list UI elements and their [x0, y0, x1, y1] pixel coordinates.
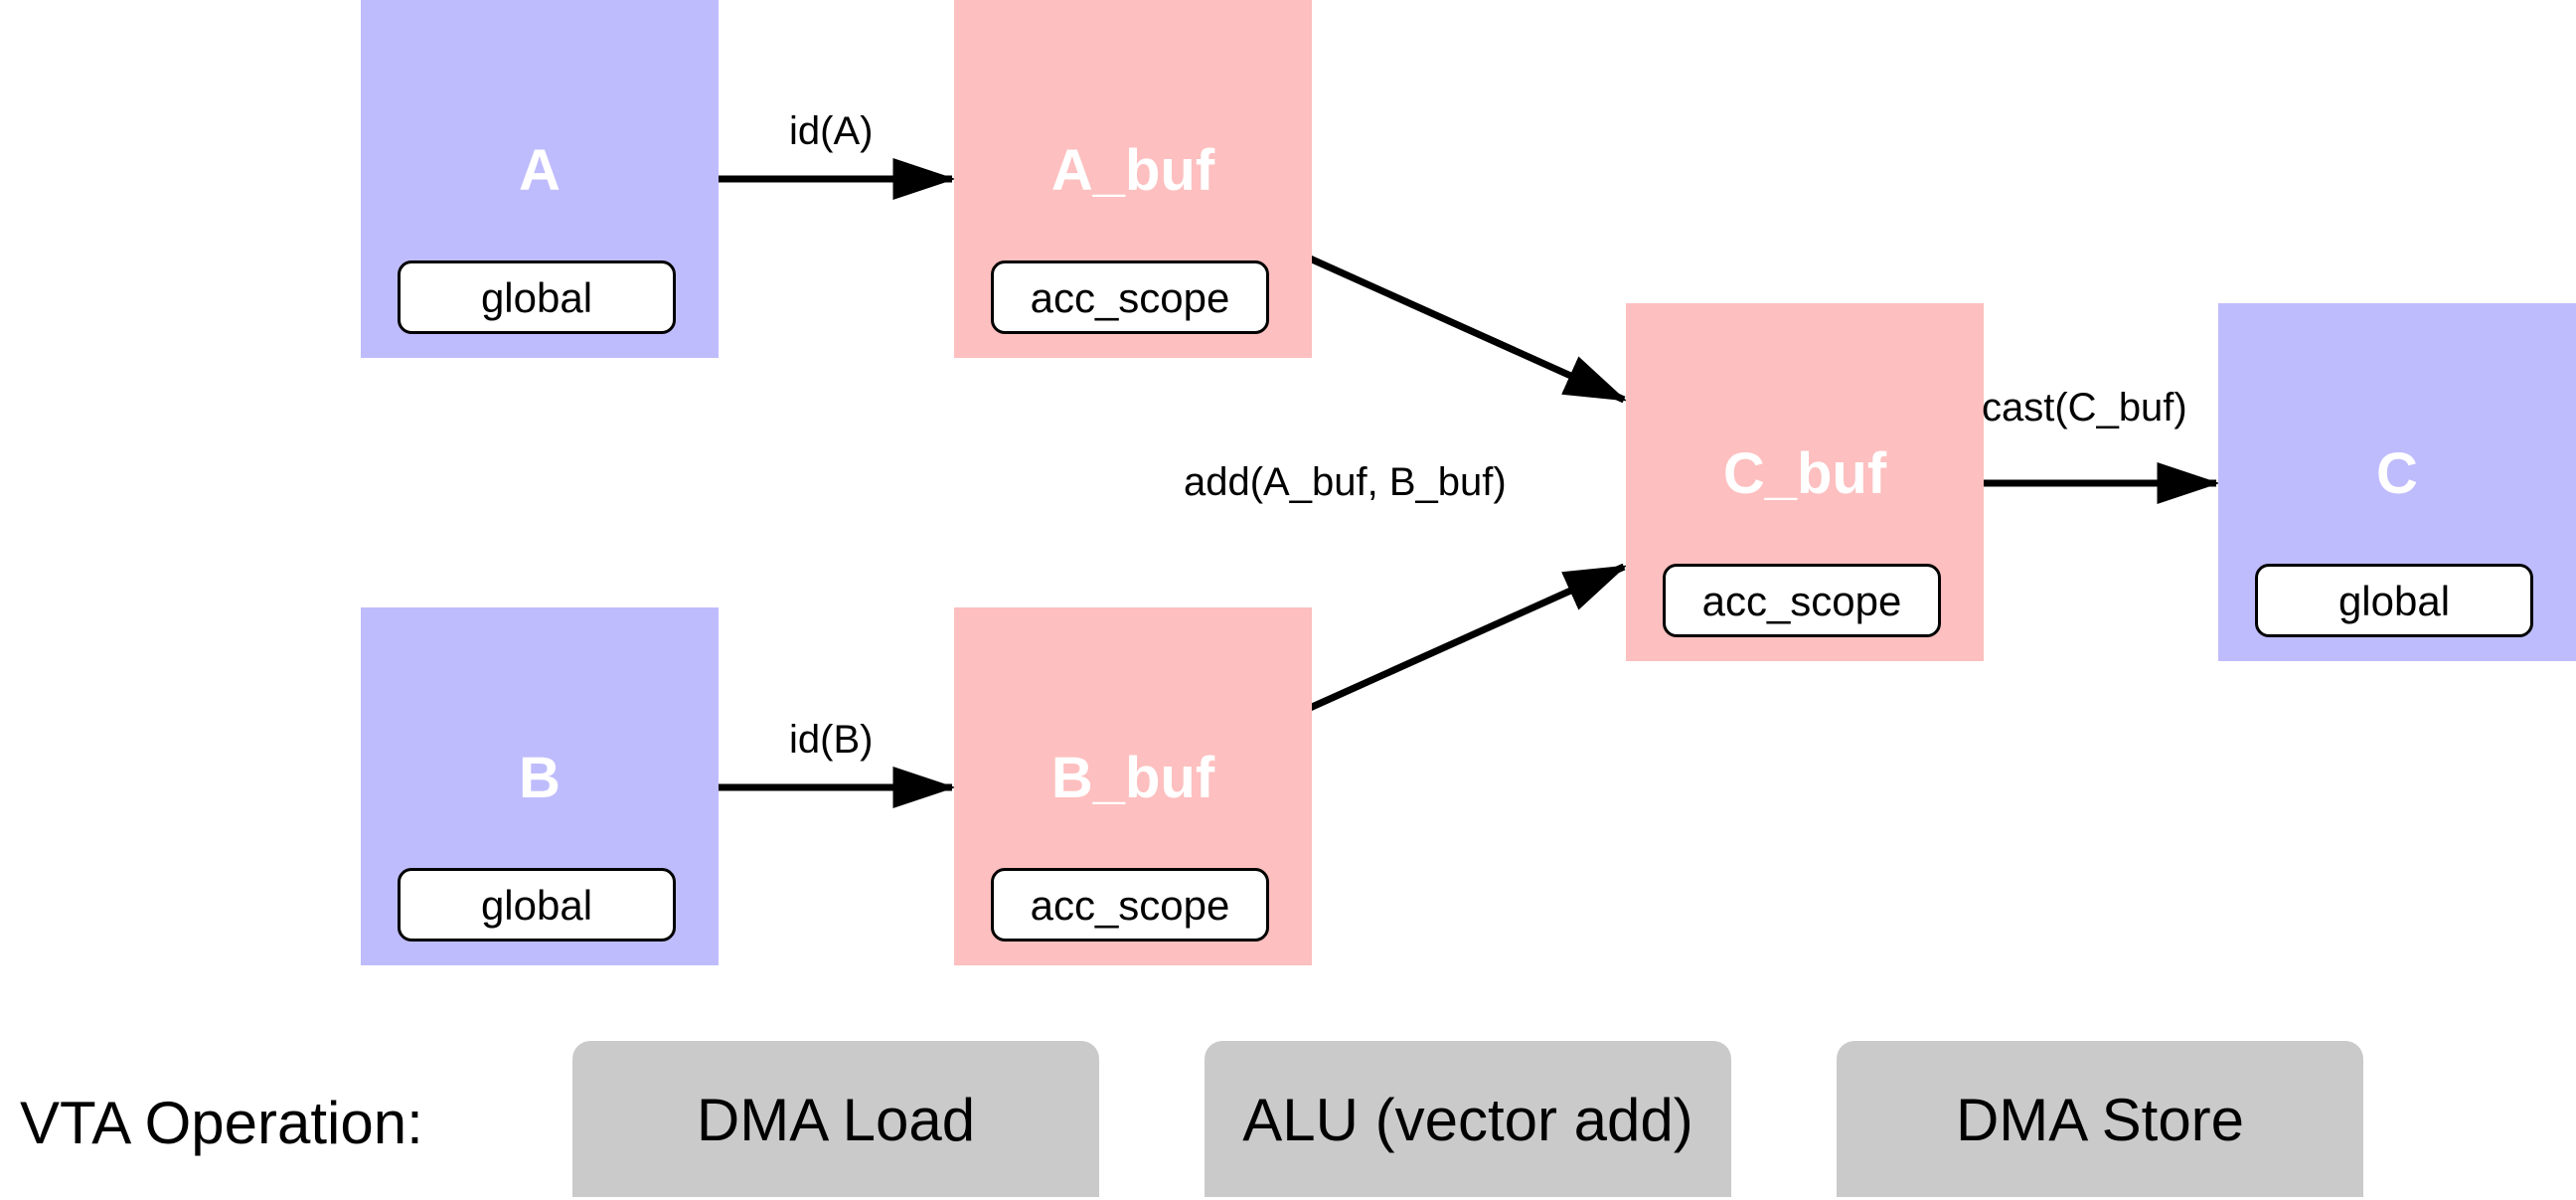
- edge-label-id-a: id(A): [789, 109, 874, 153]
- node-b-buf-scope: acc_scope: [991, 868, 1269, 942]
- node-a-buf-title: A_buf: [1050, 138, 1215, 203]
- vta-operation-heading: VTA Operation:: [20, 1090, 423, 1156]
- edge-label-id-b: id(B): [789, 718, 874, 762]
- node-b-title: B: [519, 746, 561, 810]
- node-c-scope: global: [2255, 564, 2533, 637]
- edge-b-buf-to-c-buf: [1308, 563, 1628, 712]
- node-a: A global: [361, 0, 719, 358]
- node-c: C global: [2218, 303, 2576, 661]
- op-dma-store: DMA Store: [1837, 1041, 2363, 1197]
- node-b-buf: B_buf acc_scope: [954, 607, 1312, 965]
- op-alu-vector-add: ALU (vector add): [1205, 1041, 1731, 1197]
- node-b-buf-title: B_buf: [1050, 746, 1215, 810]
- edge-label-add: add(A_buf, B_buf): [1184, 460, 1507, 504]
- node-c-buf: C_buf acc_scope: [1626, 303, 1984, 661]
- node-a-buf-scope: acc_scope: [991, 260, 1269, 334]
- node-a-scope: global: [398, 260, 676, 334]
- node-c-title: C: [2376, 441, 2418, 506]
- node-a-buf: A_buf acc_scope: [954, 0, 1312, 358]
- node-b-scope: global: [398, 868, 676, 942]
- edge-label-cast: cast(C_buf): [1982, 386, 2187, 429]
- node-c-buf-title: C_buf: [1722, 441, 1887, 506]
- node-b: B global: [361, 607, 719, 965]
- node-c-buf-scope: acc_scope: [1663, 564, 1941, 637]
- edge-a-buf-to-c-buf: [1308, 255, 1628, 404]
- node-a-title: A: [519, 138, 561, 203]
- op-dma-load: DMA Load: [572, 1041, 1099, 1197]
